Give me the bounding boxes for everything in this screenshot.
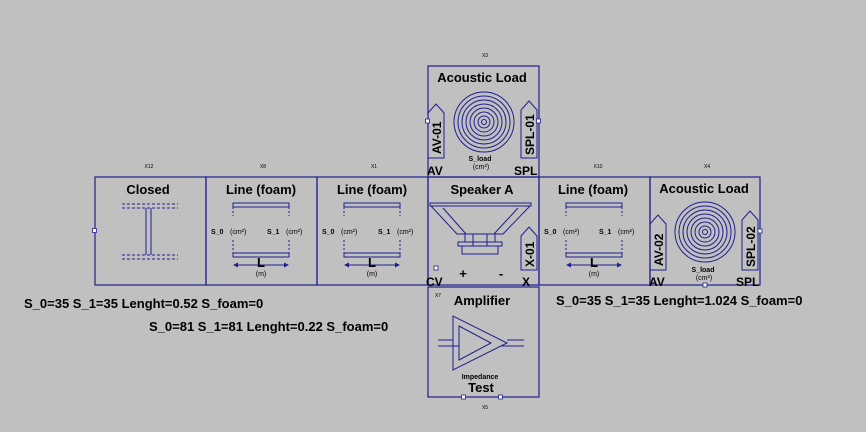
block-speaker-a[interactable]: Speaker A X-01 CV + - X [426,176,540,289]
block-line-x1[interactable]: X1 Line (foam) S_0 (cm²) S_1 (cm²) L (m) [316,164,429,286]
block-line-x8[interactable]: X8 Line (foam) S_0 (cm²) S_1 (cm²) L (m) [205,164,318,286]
tag-x-01-label: X-01 [523,241,537,267]
line-x10-s1: S_1 [599,229,612,236]
pin-av-x3: AV [427,164,443,178]
line-x8-s1-unit: (cm²) [286,229,302,236]
ref-x3: X3 [482,53,488,59]
line-x10-s0: S_0 [544,229,557,236]
acoustic-load-x3-unit: (cm²) [473,164,489,171]
block-amplifier[interactable]: X7 Amplifier Impedance Test X5 [427,286,540,411]
line-duct-icon [232,202,290,268]
port-amp-right[interactable] [498,394,503,400]
tag-x-01[interactable]: X-01 [520,226,538,271]
line-duct-icon [565,202,623,268]
tag-spl-02[interactable]: SPL-02 [741,210,759,271]
pin-x: X [522,275,530,289]
line-x10-s0-unit: (cm²) [563,229,579,236]
amplifier-triangle-icon [438,315,524,371]
block-closed[interactable]: X12 Closed [92,164,207,286]
amplifier-impedance-label: Impedance [462,374,499,381]
block-line-x10[interactable]: X10 Line (foam) S_0 (cm²) S_1 (cm²) L (m… [538,164,651,286]
pin-minus: - [499,266,503,281]
closed-end-icon [122,203,178,260]
block-line-x1-title: Line (foam) [337,182,407,197]
pin-spl-x3: SPL [514,164,537,178]
param-directive-2[interactable]: S_0=81 S_1=81 Lenght=0.22 S_foam=0 [149,319,388,334]
line-x10-length-unit: (m) [589,271,600,278]
ref-x7: X7 [435,293,441,299]
pin-cv: CV [426,275,443,289]
tag-av-02[interactable]: AV-02 [649,214,667,271]
block-amplifier-frame [427,286,540,398]
tag-spl-01[interactable]: SPL-01 [520,100,538,159]
block-line-x8-title: Line (foam) [226,182,296,197]
port-cv-speaker[interactable] [433,265,439,271]
line-x1-s1: S_1 [378,229,391,236]
line-x1-s1-unit: (cm²) [397,229,413,236]
line-duct-icon [343,202,401,268]
tag-av-01-label: AV-01 [430,121,444,154]
ref-x12: X12 [145,164,154,170]
line-x8-length: L [257,255,265,270]
speaker-driver-icon [429,202,532,255]
tag-av-01[interactable]: AV-01 [427,103,445,159]
port-closed[interactable] [92,228,97,233]
line-x1-s0: S_0 [322,229,335,236]
line-x8-s0: S_0 [211,229,224,236]
acoustic-load-concentric-icon [674,201,736,263]
block-amplifier-title: Amplifier [454,293,510,308]
block-speaker-a-title: Speaker A [450,182,514,197]
block-acoustic-load-x4-title: Acoustic Load [659,181,749,196]
acoustic-load-x4-sload: S_load [692,267,715,274]
port-bottom-x4[interactable] [702,282,708,288]
line-x1-s0-unit: (cm²) [341,229,357,236]
ref-x8: X8 [260,164,266,170]
ref-x1: X1 [371,164,377,170]
tag-av-02-label: AV-02 [652,233,666,266]
block-acoustic-load-x3-title: Acoustic Load [437,70,527,85]
line-x10-length: L [590,255,598,270]
port-av-x3[interactable] [425,118,430,124]
block-closed-title: Closed [126,182,169,197]
amplifier-test-label: Test [468,380,494,395]
acoustic-load-x3-sload: S_load [469,156,492,163]
port-amp-left[interactable] [461,394,466,400]
line-x1-length: L [368,255,376,270]
block-acoustic-load-x3[interactable]: X3 Acoustic Load S_load (cm²) AV-01 SPL-… [425,53,541,178]
line-x10-s1-unit: (cm²) [618,229,634,236]
ref-x10: X10 [594,164,603,170]
tag-spl-02-label: SPL-02 [744,226,758,267]
tag-spl-01-label: SPL-01 [523,114,537,155]
acoustic-load-concentric-icon [453,91,515,153]
acoustic-load-x4-unit: (cm²) [696,275,712,282]
param-directive-1[interactable]: S_0=35 S_1=35 Lenght=0.52 S_foam=0 [24,296,263,311]
line-x8-length-unit: (m) [256,271,267,278]
pin-plus: + [459,266,467,281]
ref-x4: X4 [704,164,710,170]
pin-spl-x4: SPL [736,275,759,289]
line-x1-length-unit: (m) [367,271,378,278]
line-x8-s0-unit: (cm²) [230,229,246,236]
pin-av-x4: AV [649,275,665,289]
port-right-x4[interactable] [757,228,763,234]
ref-x5: X5 [482,405,488,411]
param-directive-3[interactable]: S_0=35 S_1=35 Lenght=1.024 S_foam=0 [556,293,802,308]
port-spl-x3[interactable] [536,118,541,124]
line-x8-s1: S_1 [267,229,280,236]
block-line-x10-title: Line (foam) [558,182,628,197]
block-acoustic-load-x4[interactable]: X4 Acoustic Load S_load (cm²) AV-02 SPL-… [649,164,763,289]
